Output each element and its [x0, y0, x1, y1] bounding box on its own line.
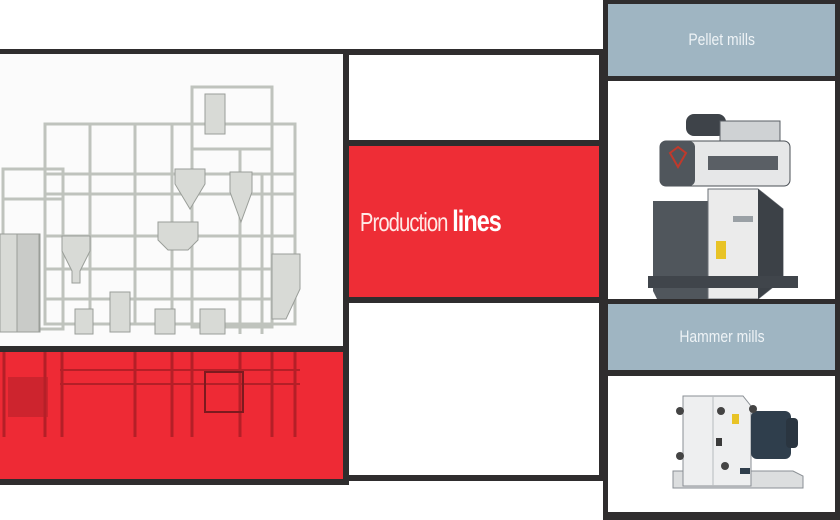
middle-right-border [599, 49, 605, 481]
pellet-mills-label-button[interactable]: Pellet mills [608, 4, 835, 76]
red-band-top-border [0, 346, 349, 352]
hammer-mill-icon [672, 395, 804, 489]
right-column: Pellet mills Hammer mills [603, 0, 840, 520]
middle-divider-bottom [343, 297, 605, 303]
top-divider-line [0, 49, 608, 55]
hammer-mill-image[interactable] [608, 376, 835, 512]
pellet-mills-label: Pellet mills [688, 30, 755, 49]
production-lines-title: Production lines [349, 204, 502, 239]
middle-bottom-border [343, 475, 605, 481]
title-light-text: Production [359, 206, 449, 237]
title-bold-text: lines [452, 204, 502, 238]
pellet-mill-image[interactable] [608, 81, 835, 299]
left-panel-right-border [343, 49, 349, 485]
production-lines-tile[interactable]: Production lines [349, 146, 601, 297]
hammer-mills-label: Hammer mills [678, 327, 765, 346]
plant-illustration-icon [0, 85, 301, 335]
middle-divider-top [343, 140, 605, 146]
left-panel-bottom-border [0, 479, 349, 485]
hammer-mills-label-button[interactable]: Hammer mills [608, 304, 835, 370]
pellet-mill-icon [648, 114, 798, 299]
middle-top-blank-box [349, 55, 601, 140]
plant-reflection-icon [2, 352, 300, 437]
red-overlay-band [0, 352, 344, 480]
